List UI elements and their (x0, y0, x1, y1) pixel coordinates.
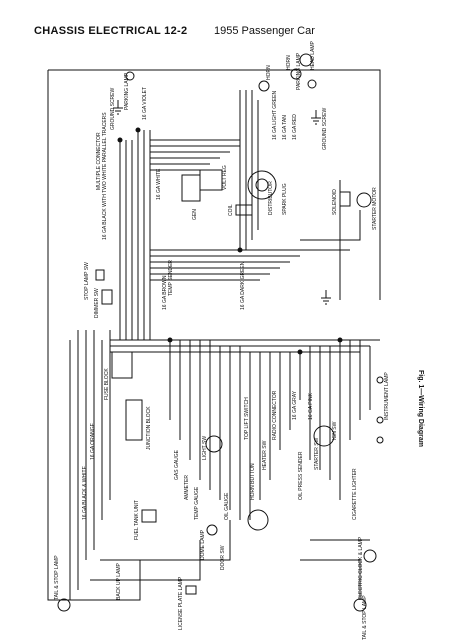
clock-icon (363, 549, 377, 563)
label-lt-green: 16 GA LIGHT GREEN (272, 91, 278, 140)
ground-icon (113, 100, 123, 115)
solenoid-icon (339, 191, 351, 207)
tail-lamp-right-icon (353, 598, 367, 612)
horn-left-icon (258, 80, 270, 92)
label-door-sw: DOOR SW (220, 545, 226, 570)
label-black-white-l: 16 GA BLACK WITH TWO WHITE PARALLEL TRAC… (102, 112, 108, 240)
parking-lamp-right-icon (307, 79, 317, 89)
ground-icon (311, 110, 321, 125)
label-pink: 16 GA PINK (308, 392, 314, 420)
label-oil-press-sender: OIL PRESS SENDER (298, 451, 304, 500)
label-white-l: 16 GA WHITE (156, 168, 162, 200)
figure-caption: Fig. 1—Wiring Diagram (417, 370, 424, 447)
label-volt-reg: VOLT REG (222, 165, 228, 190)
starter-motor-icon (356, 192, 372, 208)
label-gas-gauge: GAS GAUGE (174, 449, 180, 480)
horn-button-icon (247, 509, 269, 531)
distributor-icon (247, 170, 277, 200)
label-horn-l: HORN (266, 65, 272, 80)
head-lamp-icon (299, 53, 313, 67)
section-header: CHASSIS ELECTRICAL 12-2 (34, 25, 188, 37)
label-starter-motor: STARTER MOTOR (372, 187, 378, 230)
light-switch-icon (205, 435, 223, 453)
label-dark-green: 16 GA DARK GREEN (240, 261, 246, 310)
stop-lamp-switch-icon (95, 269, 105, 281)
label-horn-r: HORN (286, 55, 292, 70)
license-lamp-icon (185, 585, 197, 595)
label-ammeter: AMMETER (184, 475, 190, 500)
generator-icon (181, 174, 201, 202)
horn-right-icon (290, 68, 302, 80)
label-fuel-gauge-tank: FUEL TANK UNIT (134, 500, 140, 540)
label-parking-lamp-l: PARKING LAMP (124, 72, 130, 110)
parking-lamp-left-icon (125, 71, 135, 81)
label-distributor: DISTRIBUTOR (268, 181, 274, 215)
label-solenoid: SOLENOID (332, 189, 338, 215)
label-multiple-conn: MULTIPLE CONNECTOR (96, 132, 102, 190)
label-cigar-lighter: CIGARETTE LIGHTER (352, 468, 358, 520)
tail-lamp-left-icon (57, 598, 71, 612)
label-temp-sender: TEMP SENDER (168, 260, 174, 296)
label-head-lamp: HEAD LAMP (310, 40, 316, 70)
label-spark-plug: SPARK PLUG (282, 183, 288, 215)
label-red: 16 GA RED (292, 114, 298, 140)
label-dimmer-sw: DIMMER SW (94, 288, 100, 318)
label-ground-screw-l: GROUND SCREW (110, 87, 116, 130)
label-tan: 16 GA TAN (282, 115, 288, 140)
label-license-lamp: LICENSE PLATE LAMP (178, 576, 184, 630)
fuse-block-icon (111, 351, 133, 379)
label-parking-lamp-r: PARKING LAMP (296, 52, 302, 90)
label-radio-conn: RADIO CONNECTOR (272, 390, 278, 440)
label-tail-stop-lamp-r: TAIL & STOP LAMP (362, 595, 368, 640)
junction-block-icon (125, 399, 143, 441)
label-fuse-block: FUSE BLOCK (104, 368, 110, 400)
label-clock-lamp: ELECTRIC CLOCK & LAMP (358, 536, 364, 600)
label-junction-block: JUNCTION BLOCK (146, 406, 152, 450)
label-temp-gauge: TEMP GAUGE (194, 486, 200, 520)
ground-icon (321, 290, 331, 305)
label-instrument-lamp: INSTRUMENT LAMP (384, 372, 390, 420)
label-dome-lamp: DOME LAMP (200, 529, 206, 560)
label-top-lift-sw: TOP LIFT SWITCH (244, 397, 250, 440)
label-black-white: 16 GA BLACK & WHITE (82, 465, 88, 520)
label-oil-gauge: OIL GAUGE (224, 492, 230, 520)
label-light-sw: LIGHT SW (202, 436, 208, 460)
coil-icon (235, 204, 253, 216)
label-stop-lamp-sw: STOP LAMP SW (84, 262, 90, 300)
dimmer-switch-icon (101, 289, 113, 305)
label-gray: 16 GA GRAY (292, 390, 298, 420)
dome-lamp-icon (206, 524, 218, 536)
ignition-switch-icon (313, 425, 335, 447)
page-title: 1955 Passenger Car (214, 25, 315, 37)
fuel-tank-icon (141, 509, 157, 523)
label-gen: GEN (192, 209, 198, 220)
label-violet: 16 GA VIOLET (142, 87, 148, 120)
label-tail-stop-lamp-l: TAIL & STOP LAMP (54, 555, 60, 600)
label-back-up-lamp: BACK UP LAMP (116, 562, 122, 600)
label-starter-sw: STARTER SW (314, 437, 320, 470)
voltage-regulator-icon (199, 169, 223, 191)
label-ign-sw: IGN SW (332, 421, 338, 440)
label-coil: COIL (228, 204, 234, 216)
label-heater-sw: HEATER SW (262, 440, 268, 470)
label-brown: 16 GA BROWN (162, 275, 168, 310)
label-ground-screw-r: GROUND SCREW (322, 107, 328, 150)
label-orange: 16 GA ORANGE (90, 422, 96, 460)
label-horn-button: HORN BUTTON (250, 463, 256, 500)
